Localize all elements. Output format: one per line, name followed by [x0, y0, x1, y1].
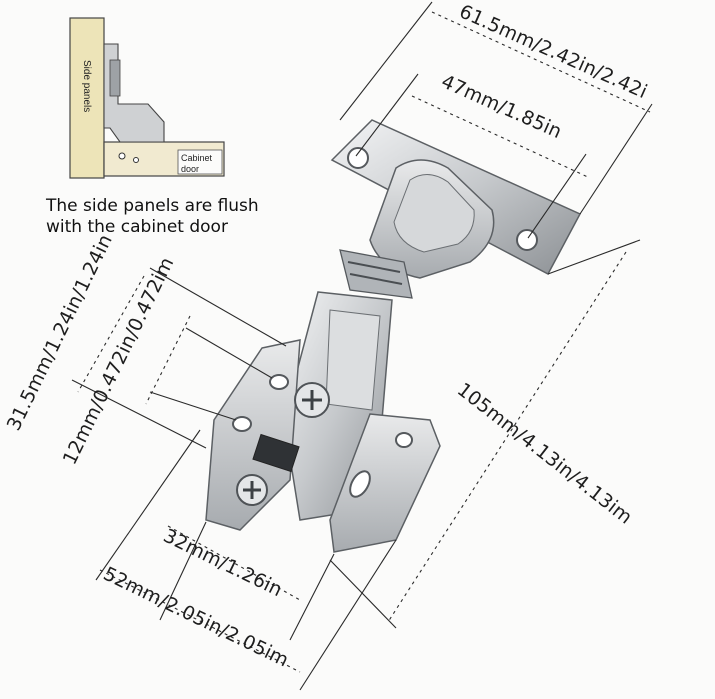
dim-hole-offset-ext-top	[185, 327, 273, 379]
mini-hinge-arm	[109, 59, 121, 97]
side-panel-shape	[69, 17, 105, 179]
dim-plate-width-ext-right	[289, 553, 335, 641]
dim-cup-ext-left	[355, 73, 419, 157]
dim-hole-offset-line	[145, 315, 191, 405]
hinge-knuckle	[339, 249, 413, 299]
hinge-arm-face	[325, 309, 381, 411]
dim-hole-offset-ext-bottom	[149, 391, 237, 421]
mini-screw-2	[133, 157, 139, 163]
dim-cup-spacing-label: 47mm/1.85in	[438, 70, 565, 143]
adjust-screw-top-cross-icon	[302, 390, 322, 410]
dim-cup-line	[411, 95, 591, 179]
dim-base-line	[99, 569, 301, 673]
dim-plate-width-label: 32mm/1.26in	[160, 525, 286, 602]
dim-cup-ext-right	[527, 153, 587, 239]
dim-overall-line	[431, 11, 651, 113]
dim-length-line	[387, 251, 627, 623]
base-right-hole-top	[395, 432, 413, 448]
mini-screw-1	[118, 152, 126, 160]
top-plate-hole-right	[516, 229, 538, 251]
side-panels-label: Side panels	[81, 60, 92, 112]
dim-plate-width-line	[167, 525, 301, 601]
adjust-screw-bottom-cross-icon	[243, 481, 261, 499]
dim-length-label: 105mm/4.13in/4.13im	[453, 379, 636, 529]
caption-line1: The side panels are flush	[46, 196, 259, 216]
base-left-hole-top	[269, 374, 289, 390]
dim-plate-height-ext-top	[149, 267, 287, 347]
caption: The side panels are flush with the cabin…	[46, 196, 306, 238]
cabinet-label-line2: door	[181, 164, 199, 174]
dim-plate-width-ext-left	[159, 521, 207, 621]
dim-length-ext-top	[547, 239, 641, 275]
dim-base-ext-right	[299, 539, 397, 691]
dim-base-ext-left	[95, 429, 201, 581]
caption-line2: with the cabinet door	[46, 217, 228, 237]
dim-length-ext-bottom	[329, 559, 397, 629]
dim-plate-height-line	[77, 275, 145, 393]
dim-plate-height-ext-bottom	[71, 379, 207, 449]
hinge-spring-1	[347, 261, 401, 273]
base-left-hole-bottom	[232, 416, 252, 432]
top-plate-hole-left	[347, 147, 369, 169]
hinge-cup-inner	[393, 174, 475, 253]
base-right-slot	[349, 470, 371, 498]
cabinet-label-box	[177, 149, 223, 175]
dim-overall-ext-right	[579, 103, 653, 215]
hinge-spring-2	[349, 273, 403, 285]
adjust-slot	[252, 433, 300, 473]
dim-overall-ext-left	[339, 1, 433, 121]
cabinet-label-line1: Cabinet	[181, 153, 213, 163]
